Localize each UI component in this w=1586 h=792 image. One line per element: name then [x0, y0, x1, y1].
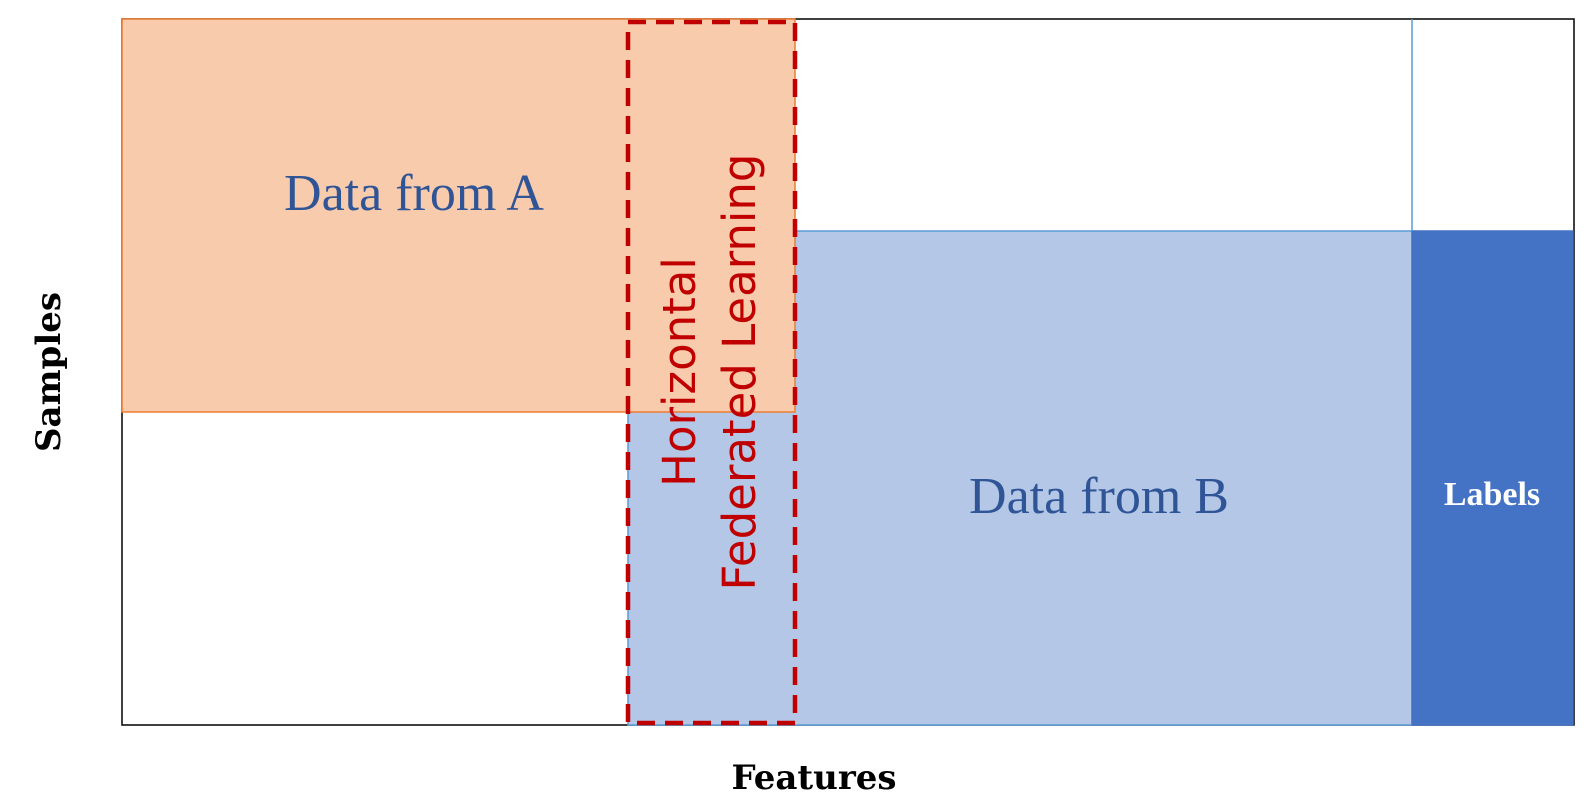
party-a-label: Data from A	[284, 165, 544, 222]
labels-block	[1411, 230, 1574, 726]
labels-block-label: Labels	[1444, 476, 1540, 513]
horizontal-fl-title: Horizontal Federated Learning	[653, 154, 766, 591]
y-axis-label-group: Samples	[29, 292, 69, 452]
party-a-data-block	[121, 18, 796, 413]
horizontal-fl-title-line2: Federated Learning	[713, 154, 766, 591]
x-axis-label: Features	[731, 758, 896, 792]
horizontal-fl-overlap-box	[625, 19, 798, 726]
party-b-label: Data from B	[969, 468, 1229, 525]
y-axis-label: Samples	[29, 292, 69, 452]
horizontal-fl-title-line1: Horizontal	[653, 257, 706, 487]
